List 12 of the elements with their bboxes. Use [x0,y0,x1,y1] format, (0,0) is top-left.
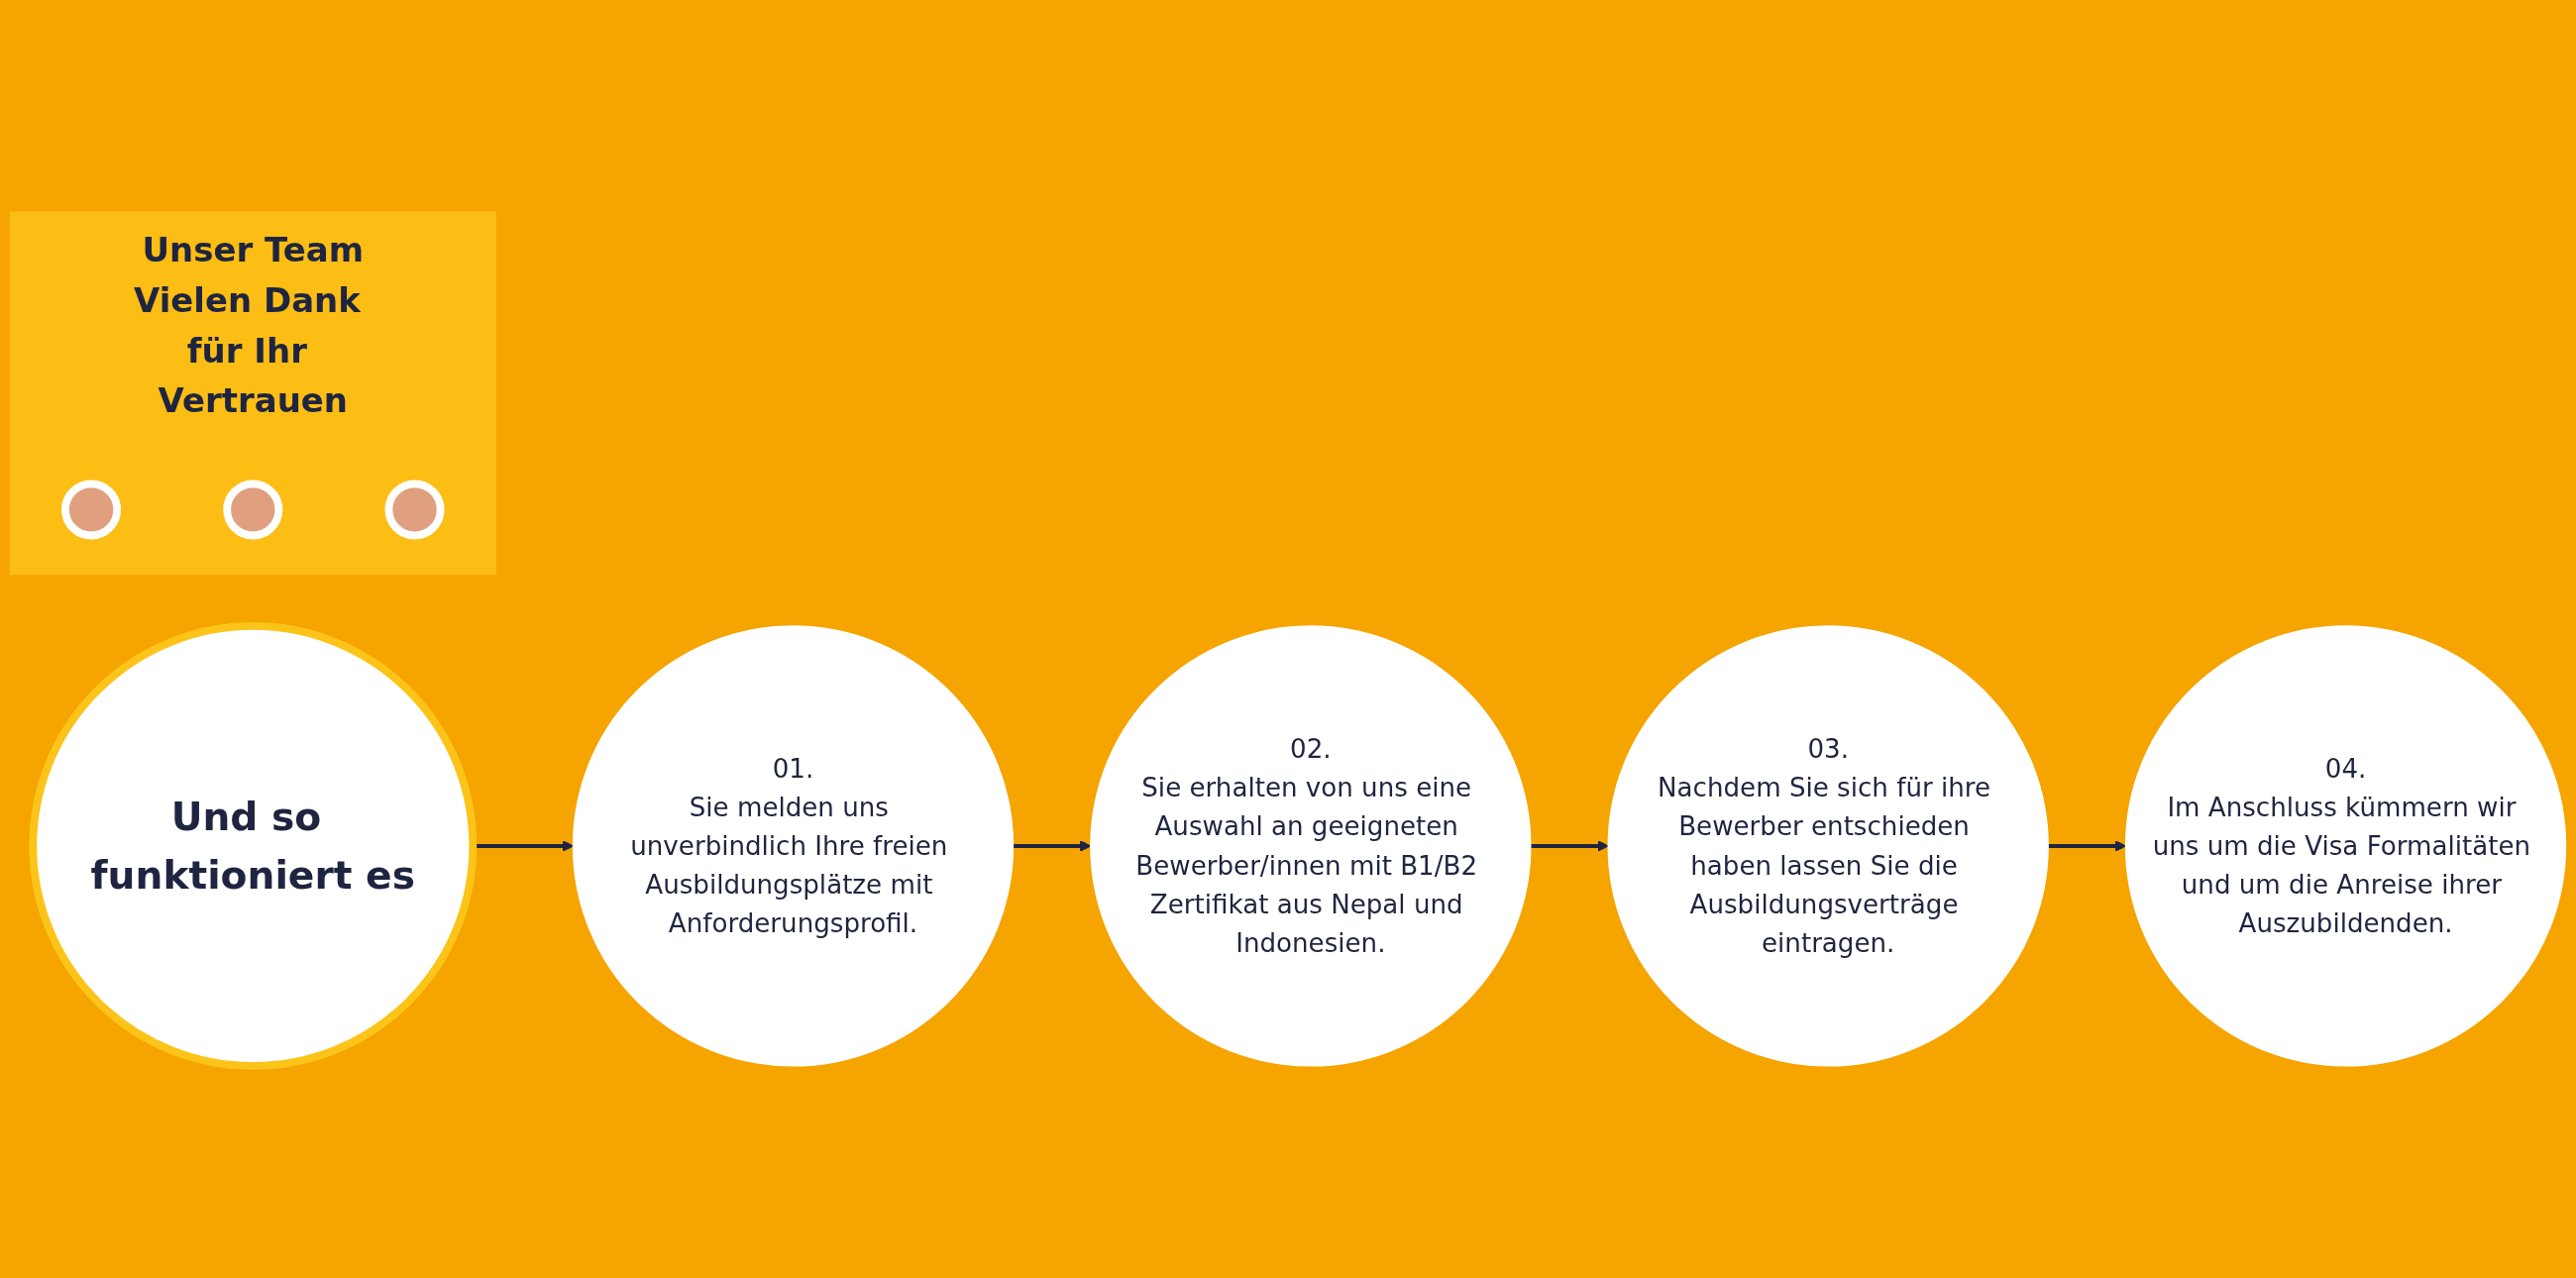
node-circle: Und so funktioniert es [29,622,478,1070]
node-circle: 02. Sie erhalten von uns eine Auswahl an geeigneten Bewerber/innen mit B1/B2 Zertifikat aus Nepal und Indonesien. [1090,625,1532,1067]
cluster: Unser Team Vielen Dank für Ihr Vertrauen [9,211,496,576]
node-circle [384,479,445,540]
node-circle: 01. Sie melden uns unverbindlich Ihre freien Ausbildungsplätze mit Anforderungsprofil. [572,625,1015,1067]
arrow [1013,840,1092,852]
node-circle: 03. Nachdem Sie sich für ihre Bewerber entschieden haben lassen Sie die Ausbildungsverträge eintragen. [1607,625,2049,1067]
arrow [2048,840,2127,852]
node-circle [223,479,283,540]
node-circle: 04. Im Anschluss kümmern wir uns um die Visa Formalitäten und um die Anreise ihrer Auszubildenden. [2124,625,2567,1067]
node-circle [61,479,122,540]
arrow [1530,840,1609,852]
